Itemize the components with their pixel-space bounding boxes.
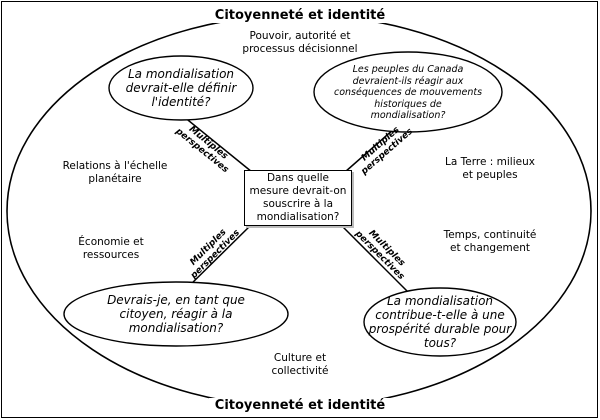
theme-right-lower: Temps, continuité et changement (443, 229, 537, 254)
question-top-left-bubble (108, 55, 254, 121)
question-top-right: Les peuples du Canada devraient-ils réag… (333, 64, 483, 121)
theme-right-upper: La Terre : milieux et peuples (445, 156, 535, 181)
connector-top-left (177, 111, 253, 173)
question-bottom-left-bubble (63, 281, 289, 347)
connector-top-right (344, 127, 396, 173)
theme-left-upper: Relations à l'échelle planétaire (62, 160, 168, 185)
theme-left-lower: Économie et ressources (78, 236, 144, 261)
question-bottom-left: Devrais-je, en tant que citoyen, réagir … (107, 293, 245, 335)
question-top-right-bubble (313, 51, 503, 133)
connector-bottom-right (339, 223, 413, 297)
connector-bottom-left (184, 223, 253, 291)
question-bottom-right-bubble (363, 287, 517, 357)
theme-top: Pouvoir, autorité et processus décisionn… (242, 30, 358, 55)
central-question: Dans quelle mesure devrait-on souscrire … (249, 172, 347, 223)
question-bottom-right: La mondialisation contribue-t-elle à une… (368, 294, 512, 350)
title-bottom: Citoyenneté et identité (0, 398, 600, 413)
central-question-box: Dans quelle mesure devrait-on souscrire … (244, 170, 352, 226)
theme-bottom: Culture et collectivité (271, 352, 329, 377)
title-top: Citoyenneté et identité (0, 8, 600, 23)
question-top-left: La mondialisation devrait-elle définir l… (125, 67, 237, 109)
